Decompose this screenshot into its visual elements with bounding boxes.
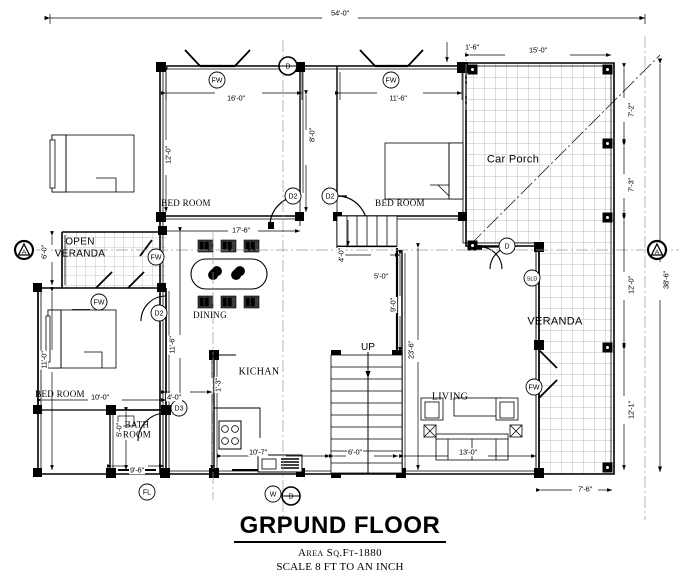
room-label-bed-room-right: BED ROOM (375, 197, 425, 208)
dimension-top-0: 1'-6" (464, 42, 480, 52)
hatched-paving (62, 63, 614, 474)
svg-text:FW: FW (386, 77, 397, 84)
svg-text:W: W (270, 491, 277, 498)
opening-tag-w-kitchen: W (264, 485, 282, 503)
opening-tag-fw-bed-right: FW (382, 71, 400, 89)
room-label-car-porch: Car Porch (486, 153, 540, 166)
scale-note: SCALE 8 FT TO AN INCH (276, 561, 404, 573)
dimension-interior-5: 5'-0" (373, 271, 389, 281)
annotation-stair-direction: UP (361, 342, 375, 353)
svg-text:A: A (22, 249, 27, 256)
svg-text:FL: FL (143, 489, 151, 496)
room-label-living: LIVING (431, 391, 469, 403)
opening-tag-d2-bed-right: D2 (321, 187, 339, 205)
dimension-interior-10: 10'-0" (90, 392, 110, 402)
porch-column-markers (467, 64, 613, 473)
svg-text:D2: D2 (289, 193, 298, 200)
staircase (330, 215, 403, 474)
opening-tag-d3-bath: D3 (170, 399, 188, 417)
opening-tag-d2-bed-left: D2 (284, 187, 302, 205)
opening-tag-d-kitchen: D (281, 486, 301, 506)
dimension-top-3: 11'-6" (388, 93, 408, 103)
area-note: Area Sq.Ft-1880 (297, 547, 382, 559)
opening-tag-fw-veranda-lo: FW (90, 293, 108, 311)
svg-text:D: D (504, 243, 509, 250)
dimension-interior-15: 6'-0" (347, 447, 363, 457)
opening-tag-sld-veranda: SLD (523, 269, 541, 287)
grid-lines (36, 36, 679, 520)
grid-bubble-grid-a-right: A (646, 239, 668, 261)
dimension-interior-3: 6'-0" (39, 244, 49, 260)
opening-tag-fw-veranda-up: FW (147, 248, 165, 266)
dimension-lines (37, 14, 663, 492)
dimension-interior-1: 8'-0" (307, 127, 317, 143)
dimension-interior-13: 5'-0" (114, 422, 124, 438)
svg-text:A: A (655, 249, 660, 256)
dimension-interior-17: 13'-0" (458, 447, 478, 457)
svg-text:FW: FW (529, 384, 540, 391)
svg-text:FW: FW (94, 299, 105, 306)
bed-right (384, 142, 464, 200)
porch-slope-line (469, 54, 661, 246)
room-label-kitchen: KICHAN (238, 366, 280, 378)
kitchen-sink (257, 454, 303, 473)
dimension-top-1: 15'-0" (528, 45, 548, 55)
room-label-bed-room-left: BED ROOM (161, 197, 211, 208)
dimension-top-2: 16'-0" (226, 93, 246, 103)
dimension-interior-7: 11'-6" (167, 335, 177, 355)
dimension-interior-16: 9'-6" (129, 465, 145, 475)
dimension-interior-0: 12'-0" (163, 145, 173, 165)
opening-tag-fw-bed-left: FW (208, 71, 226, 89)
dimension-overall-height: 38'-6" (661, 270, 671, 290)
svg-text:D: D (288, 493, 293, 500)
dimension-interior-14: 10'-7" (248, 447, 268, 457)
bed-lower (45, 309, 117, 369)
dimension-right-1: 7'-3" (626, 177, 636, 193)
dimension-interior-11: 4'-0" (166, 392, 182, 402)
kitchen-stove (218, 420, 242, 450)
dimension-interior-9: 23'-6" (406, 340, 416, 360)
furniture (45, 134, 523, 473)
title-block: GRPUND FLOOR Area Sq.Ft-1880 SCALE 8 FT … (0, 512, 680, 573)
opening-tag-fw-living: FW (525, 378, 543, 396)
dimension-interior-6: 9'-0" (388, 297, 398, 313)
svg-text:SLD: SLD (527, 276, 538, 282)
svg-text:D2: D2 (326, 193, 335, 200)
room-label-veranda: VERANDA (527, 315, 583, 328)
dimension-right-0: 7'-2" (626, 102, 636, 118)
dining-set (190, 239, 268, 309)
svg-text:D3: D3 (175, 405, 184, 412)
svg-text:D: D (285, 63, 290, 70)
opening-tag-d-car-porch: D (498, 237, 516, 255)
room-label-bed-room-lower: BED ROOM (35, 388, 85, 399)
dimension-right-3: 12'-1" (626, 400, 636, 420)
page-title: GRPUND FLOOR (233, 512, 447, 543)
opening-tag-fl-bath: FL (138, 483, 156, 501)
dimension-overall-width: 54'-0" (330, 8, 350, 18)
dimension-right-2: 12'-0" (626, 275, 636, 295)
room-label-dining: DINING (193, 309, 227, 320)
opening-tag-d2-lower-bed: D2 (150, 304, 168, 322)
grid-bubble-grid-a-left: A (13, 239, 35, 261)
svg-text:FW: FW (212, 77, 223, 84)
dimension-interior-18: 7'-6" (577, 484, 593, 494)
dimension-interior-8: 11'-0" (39, 350, 49, 370)
svg-text:D2: D2 (155, 310, 164, 317)
dimension-interior-2: 17'-6" (231, 225, 251, 235)
dimension-interior-12: 1'-3" (213, 377, 223, 393)
svg-text:FW: FW (151, 254, 162, 261)
dimension-interior-4: 4'-0" (336, 247, 346, 263)
bed-left (49, 134, 135, 193)
opening-tag-d-top-center: D (278, 56, 298, 76)
